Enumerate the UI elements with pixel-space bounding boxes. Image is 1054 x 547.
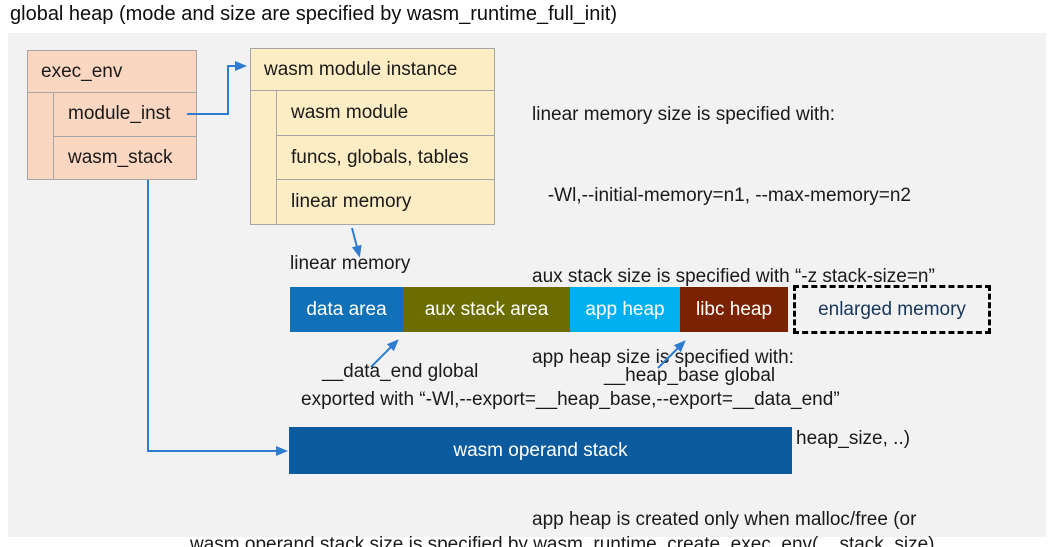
module-instance-indent — [251, 91, 277, 224]
module-instance-row-linear-memory: linear memory — [291, 191, 412, 213]
module-instance-row-funcs-globals-tables: funcs, globals, tables — [277, 136, 494, 181]
module-instance-header: wasm module instance — [251, 49, 494, 91]
linear-memory-bar: data area aux stack area app heap libc h… — [290, 285, 991, 334]
exported-with-label: exported with “-Wl,--export=__heap_base,… — [301, 389, 840, 410]
note-line: aux stack size is specified with “-z sta… — [532, 266, 935, 287]
enlarged-memory-box: enlarged memory — [793, 285, 991, 334]
exec-env-body: module_inst wasm_stack — [28, 93, 196, 179]
footer-line: wasm operand stack size is specified by … — [190, 534, 935, 547]
data-end-global-label: __data_end global — [322, 361, 479, 382]
note-line: -Wl,--initial-memory=n1, --max-memory=n2 — [532, 185, 911, 206]
exec-env-row-wasm-stack: wasm_stack — [68, 146, 173, 168]
wasm-operand-stack-bar: wasm operand stack — [289, 427, 792, 474]
exec-env-header: exec_env — [28, 51, 196, 93]
note-line: linear memory size is specified with: — [532, 104, 836, 125]
linear-memory-label: linear memory — [290, 253, 411, 274]
module-instance-body: wasm module funcs, globals, tables linea… — [251, 91, 494, 224]
footer-text: wasm operand stack size is specified by … — [190, 480, 935, 547]
segment-app-heap: app heap — [570, 287, 680, 332]
exec-env-row-module-inst: module_inst — [54, 93, 196, 137]
diagram-title: global heap (mode and size are specified… — [10, 3, 617, 25]
segment-aux-stack-area: aux stack area — [403, 287, 570, 332]
note-line: app heap is created only when malloc/fre… — [532, 509, 917, 530]
exec-env-indent — [28, 93, 54, 179]
module-instance-rows: wasm module funcs, globals, tables linea… — [277, 91, 494, 224]
heap-base-global-label: __heap_base global — [604, 365, 776, 386]
exec-env-rows: module_inst wasm_stack — [54, 93, 196, 179]
segment-libc-heap: libc heap — [680, 287, 788, 332]
segment-data-area: data area — [290, 287, 403, 332]
exec-env-box: exec_env module_inst wasm_stack — [27, 50, 197, 180]
module-instance-row-wasm-module: wasm module — [277, 91, 494, 136]
module-instance-box: wasm module instance wasm module funcs, … — [250, 48, 495, 225]
note-line: app heap size is specified with: — [532, 347, 794, 368]
